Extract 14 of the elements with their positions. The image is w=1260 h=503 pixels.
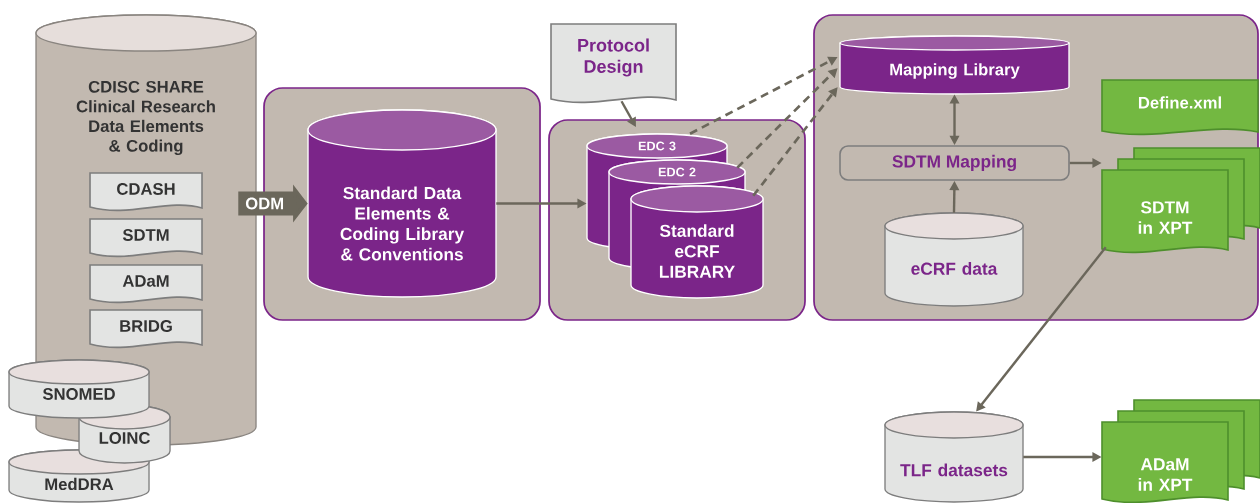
document-stack: SDTM in XPT bbox=[1101, 147, 1260, 254]
database-cylinder: Mapping Library bbox=[839, 35, 1070, 95]
node-label: in XPT bbox=[1138, 478, 1193, 491]
database-cylinder: Standard Data Elements & Coding Library & Conventions bbox=[307, 109, 497, 298]
dashed-arrow bbox=[736, 68, 838, 169]
database-cylinder: eCRF data bbox=[884, 212, 1024, 307]
process-box: SDTM Mapping bbox=[839, 145, 1070, 181]
database-cylinder: Standard eCRF LIBRARY bbox=[630, 185, 764, 299]
database-cylinder: SNOMED bbox=[8, 359, 150, 419]
edge-label: ODM bbox=[243, 196, 286, 211]
node-label: ADaM bbox=[1140, 458, 1189, 471]
database-cylinder: TLF datasets bbox=[884, 411, 1024, 503]
dashed-arrow bbox=[752, 87, 838, 197]
document-stack: ADaM in XPT bbox=[1101, 399, 1260, 503]
